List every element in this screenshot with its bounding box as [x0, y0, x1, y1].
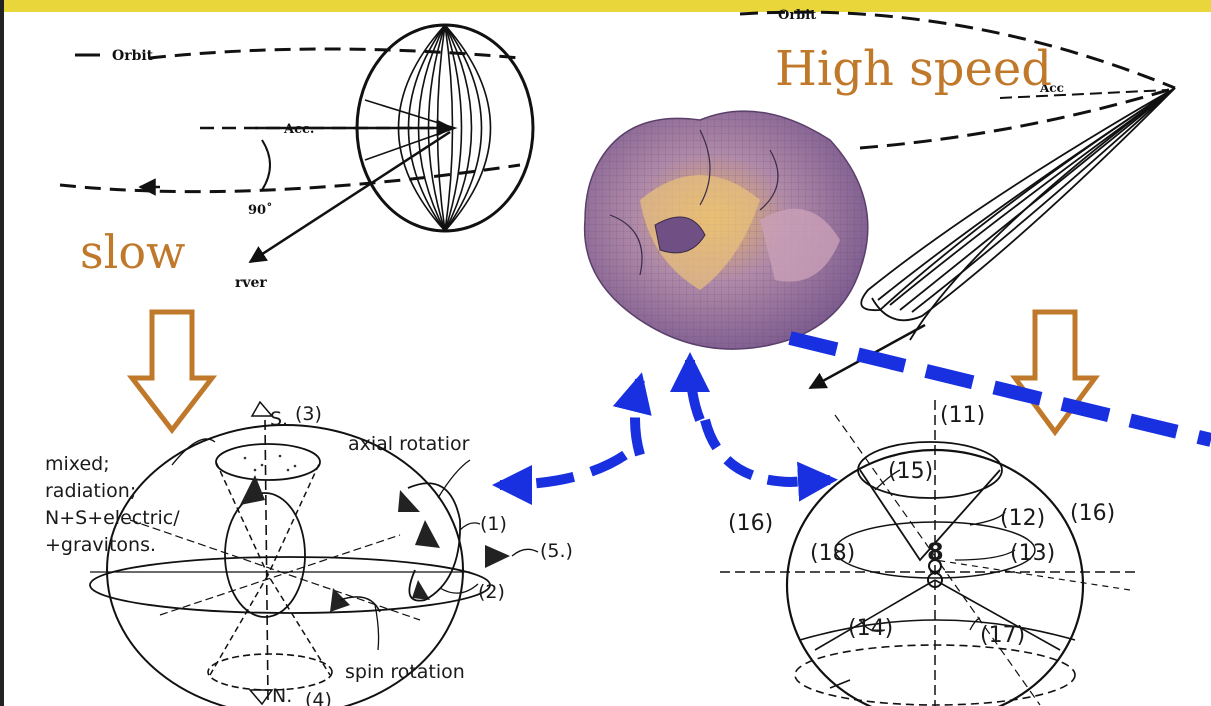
marker-12: (12)	[1000, 506, 1045, 531]
acc-label-right: Acc	[1039, 81, 1064, 95]
blue-connection-arrows	[492, 331, 1211, 505]
bottom-left-sphere-diagram: S. N. (3) (4) (1) (2) (5.) axial rotatio…	[45, 400, 573, 706]
marker-16-right: (16)	[1070, 501, 1115, 526]
spin-rotation-label: spin rotation	[345, 661, 465, 683]
axial-rotation-label: axial rotatior	[348, 433, 470, 455]
marker-16-left: (16)	[728, 511, 773, 536]
note-line-2: radiation;	[45, 480, 136, 502]
marker-3: (3)	[295, 403, 322, 425]
top-banner-strip	[0, 0, 1211, 12]
center-glyph: 8	[927, 538, 944, 566]
slow-radiation-diagram: Orbit Acc. 90˚ rver	[59, 23, 535, 291]
note-line-4: +gravitons.	[45, 534, 156, 556]
marker-17: (17)	[980, 623, 1025, 648]
note-line-1: mixed;	[45, 453, 110, 475]
marker-4: (4)	[305, 689, 332, 706]
marker-13: (13)	[1010, 541, 1055, 566]
s-pole-label: S.	[270, 408, 288, 430]
orbit-label-left: Orbit	[112, 48, 154, 64]
marker-1: (1)	[480, 513, 507, 535]
marker-18: (18)	[810, 541, 855, 566]
marker-14: (14)	[848, 616, 893, 641]
slow-caption: slow	[80, 225, 185, 279]
acc-label-left: Acc.	[283, 122, 314, 137]
high-speed-diagram: Orbit Acc	[739, 8, 1176, 390]
marker-15: (15)	[888, 459, 933, 484]
calabi-yau-surface-icon	[583, 110, 869, 350]
orbit-label-right: Orbit	[778, 8, 816, 23]
bottom-right-sphere-diagram: (11) (15) (12) (16) (16) (13) (18) (14) …	[720, 400, 1140, 706]
marker-11: (11)	[940, 403, 985, 428]
angle-label: 90˚	[248, 202, 273, 218]
left-down-arrow-icon	[126, 309, 218, 435]
marker-5: (5.)	[540, 540, 573, 562]
marker-2: (2)	[478, 581, 505, 603]
n-pole-label: N.	[272, 685, 292, 706]
left-border	[0, 0, 4, 706]
high-speed-caption: High speed	[775, 41, 1052, 97]
note-line-3: N+S+electric/	[45, 507, 180, 529]
observer-label: rver	[235, 275, 267, 291]
